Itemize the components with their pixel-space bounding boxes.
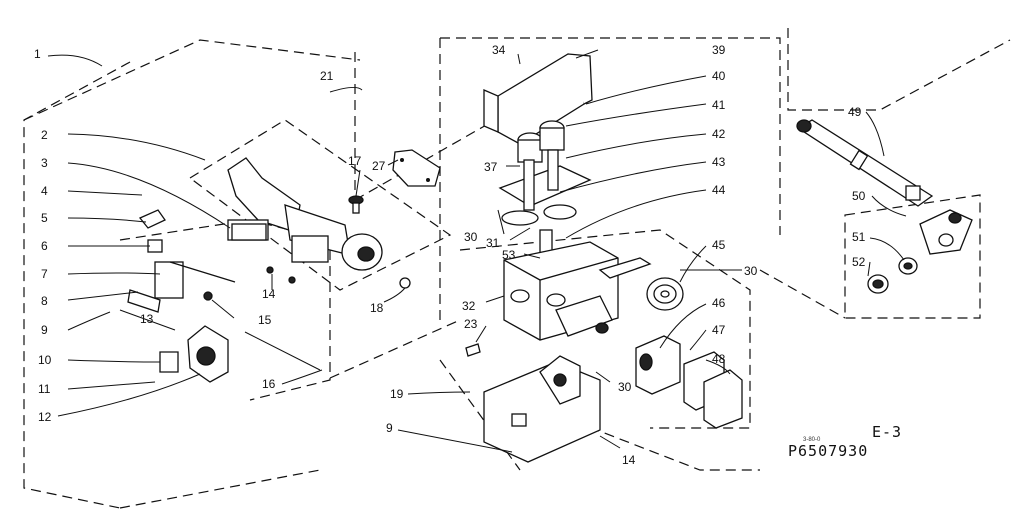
callout-17: 17: [348, 154, 362, 168]
callout-46: 46: [712, 296, 726, 310]
parts: [119, 53, 973, 463]
callout-11: 11: [38, 382, 51, 396]
callout-21: 21: [320, 69, 334, 83]
callout-49: 49: [848, 105, 862, 119]
callout-16: 16: [262, 377, 276, 391]
small-code: 3-80-0: [803, 437, 821, 443]
callout-10: 10: [38, 353, 52, 367]
base-bracket: [483, 355, 601, 463]
boundary-fitting-top: [787, 28, 1011, 111]
callout-labels: 1 2 3 4 5 6 7 8 9 10 11 12 13 14 15 16 1…: [34, 43, 866, 467]
callout-47: 47: [712, 323, 726, 337]
callout-51: 51: [852, 230, 866, 244]
screw-17: [348, 195, 364, 214]
boundary-burner: [188, 119, 452, 291]
callout-4: 4: [41, 184, 48, 198]
callout-39: 39: [712, 43, 726, 57]
callout-13: 13: [140, 312, 154, 326]
assembly-boundaries: [23, 28, 1011, 509]
part-number: P6507930: [788, 442, 868, 460]
callout-18: 18: [370, 301, 384, 315]
callout-9b: 9: [386, 421, 393, 435]
boundary-fitting-box: [844, 194, 981, 319]
boundary-link-30: [759, 269, 846, 319]
callout-50: 50: [852, 189, 866, 203]
figure-identifiers: E-3 3-80-0 P6507930: [788, 423, 902, 460]
callout-19: 19: [390, 387, 404, 401]
callout-14b: 14: [622, 453, 636, 467]
figure-id: E-3: [872, 423, 902, 441]
valve-cover: [483, 53, 593, 163]
left-small-parts: [119, 209, 321, 383]
callout-2: 2: [41, 128, 48, 142]
boundary-valve-top: [439, 37, 781, 320]
callout-6: 6: [41, 239, 48, 253]
link-bracket: [598, 257, 652, 279]
nuts-51-52: [867, 257, 918, 294]
callout-32: 32: [462, 299, 476, 313]
thermostat-disc: [646, 277, 684, 311]
callout-40: 40: [712, 69, 726, 83]
callout-44: 44: [712, 183, 726, 197]
fitting-50: [919, 209, 973, 255]
callout-31: 31: [486, 236, 500, 250]
callout-15: 15: [258, 313, 272, 327]
callout-48: 48: [712, 352, 726, 366]
callout-3: 3: [41, 156, 48, 170]
callout-14a: 14: [262, 287, 276, 301]
callout-37: 37: [484, 160, 498, 174]
boundary-main-left-upper: [23, 39, 361, 121]
boundary-main-left: [23, 61, 131, 509]
callout-9a: 9: [41, 323, 48, 337]
callout-1: 1: [34, 47, 41, 61]
solenoid: [635, 335, 681, 395]
callout-30a: 30: [464, 230, 478, 244]
boundary-bottom: [119, 319, 461, 509]
callout-43: 43: [712, 155, 726, 169]
fitting-18: [399, 277, 411, 289]
callout-7: 7: [41, 267, 48, 281]
brackets-47-48: [683, 351, 743, 429]
callout-42: 42: [712, 127, 726, 141]
callout-45: 45: [712, 238, 726, 252]
bracket-27: [392, 149, 441, 187]
callout-23: 23: [464, 317, 478, 331]
callout-52: 52: [852, 255, 866, 269]
callout-53: 53: [502, 248, 516, 262]
tube-49: [796, 119, 934, 207]
callout-41: 41: [712, 98, 726, 112]
callout-34: 34: [492, 43, 506, 57]
leader-lines: [47, 49, 907, 453]
callout-8: 8: [41, 294, 48, 308]
callout-30b: 30: [744, 264, 758, 278]
callout-27: 27: [372, 159, 386, 173]
callout-5: 5: [41, 211, 48, 225]
callout-30c: 30: [618, 380, 632, 394]
valve-body: [503, 241, 619, 341]
callout-12: 12: [38, 410, 52, 424]
screw-23: [465, 343, 481, 357]
